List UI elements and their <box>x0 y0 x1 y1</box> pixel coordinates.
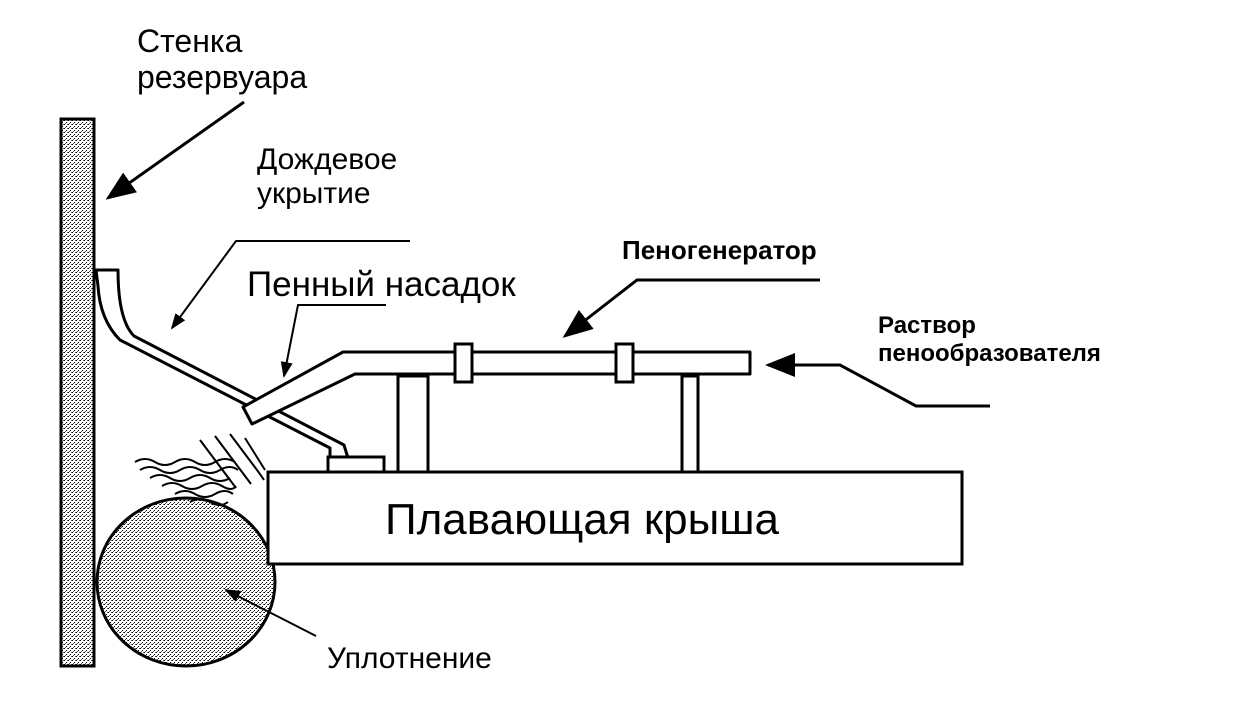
label-rain-cover-line1: Дождевое <box>257 143 397 176</box>
label-rain-cover: Дождевое укрытие <box>257 143 406 210</box>
pipe-coupling-2 <box>614 342 635 384</box>
label-tank-wall-line2: резервуара <box>137 59 307 95</box>
label-foam-nozzle: Пенный насадок <box>247 265 516 304</box>
arrow-tank-wall <box>105 100 245 200</box>
tank-wall <box>59 117 96 668</box>
label-tank-wall-line1: Стенка <box>137 23 243 59</box>
rain-cover-base <box>326 455 386 474</box>
foam-generator-pipe <box>241 350 752 426</box>
pipe-coupling-1 <box>453 342 474 384</box>
wiper-bristles <box>134 433 266 506</box>
label-foam-solution-line1: Раствор <box>878 312 976 339</box>
label-foam-generator: Пеногенератор <box>622 235 817 265</box>
arrow-foam-generator <box>562 278 820 338</box>
label-rain-cover-line2: укрытие <box>257 177 371 210</box>
label-floating-roof: Плавающая крыша <box>385 495 779 544</box>
leader-foam-nozzle <box>280 304 386 378</box>
label-tank-wall: Стенка резервуара <box>137 23 307 95</box>
arrow-seal <box>224 589 317 637</box>
seal <box>95 496 277 668</box>
label-foam-solution: Раствор пенообразователя <box>878 312 1101 367</box>
label-foam-solution-line2: пенообразователя <box>878 340 1101 367</box>
label-seal: Уплотнение <box>327 642 492 675</box>
support-right <box>680 374 700 474</box>
leader-rain-cover <box>170 240 410 330</box>
floating-roof <box>266 470 964 566</box>
support-left <box>396 374 430 474</box>
arrow-foam-solution <box>765 353 990 408</box>
